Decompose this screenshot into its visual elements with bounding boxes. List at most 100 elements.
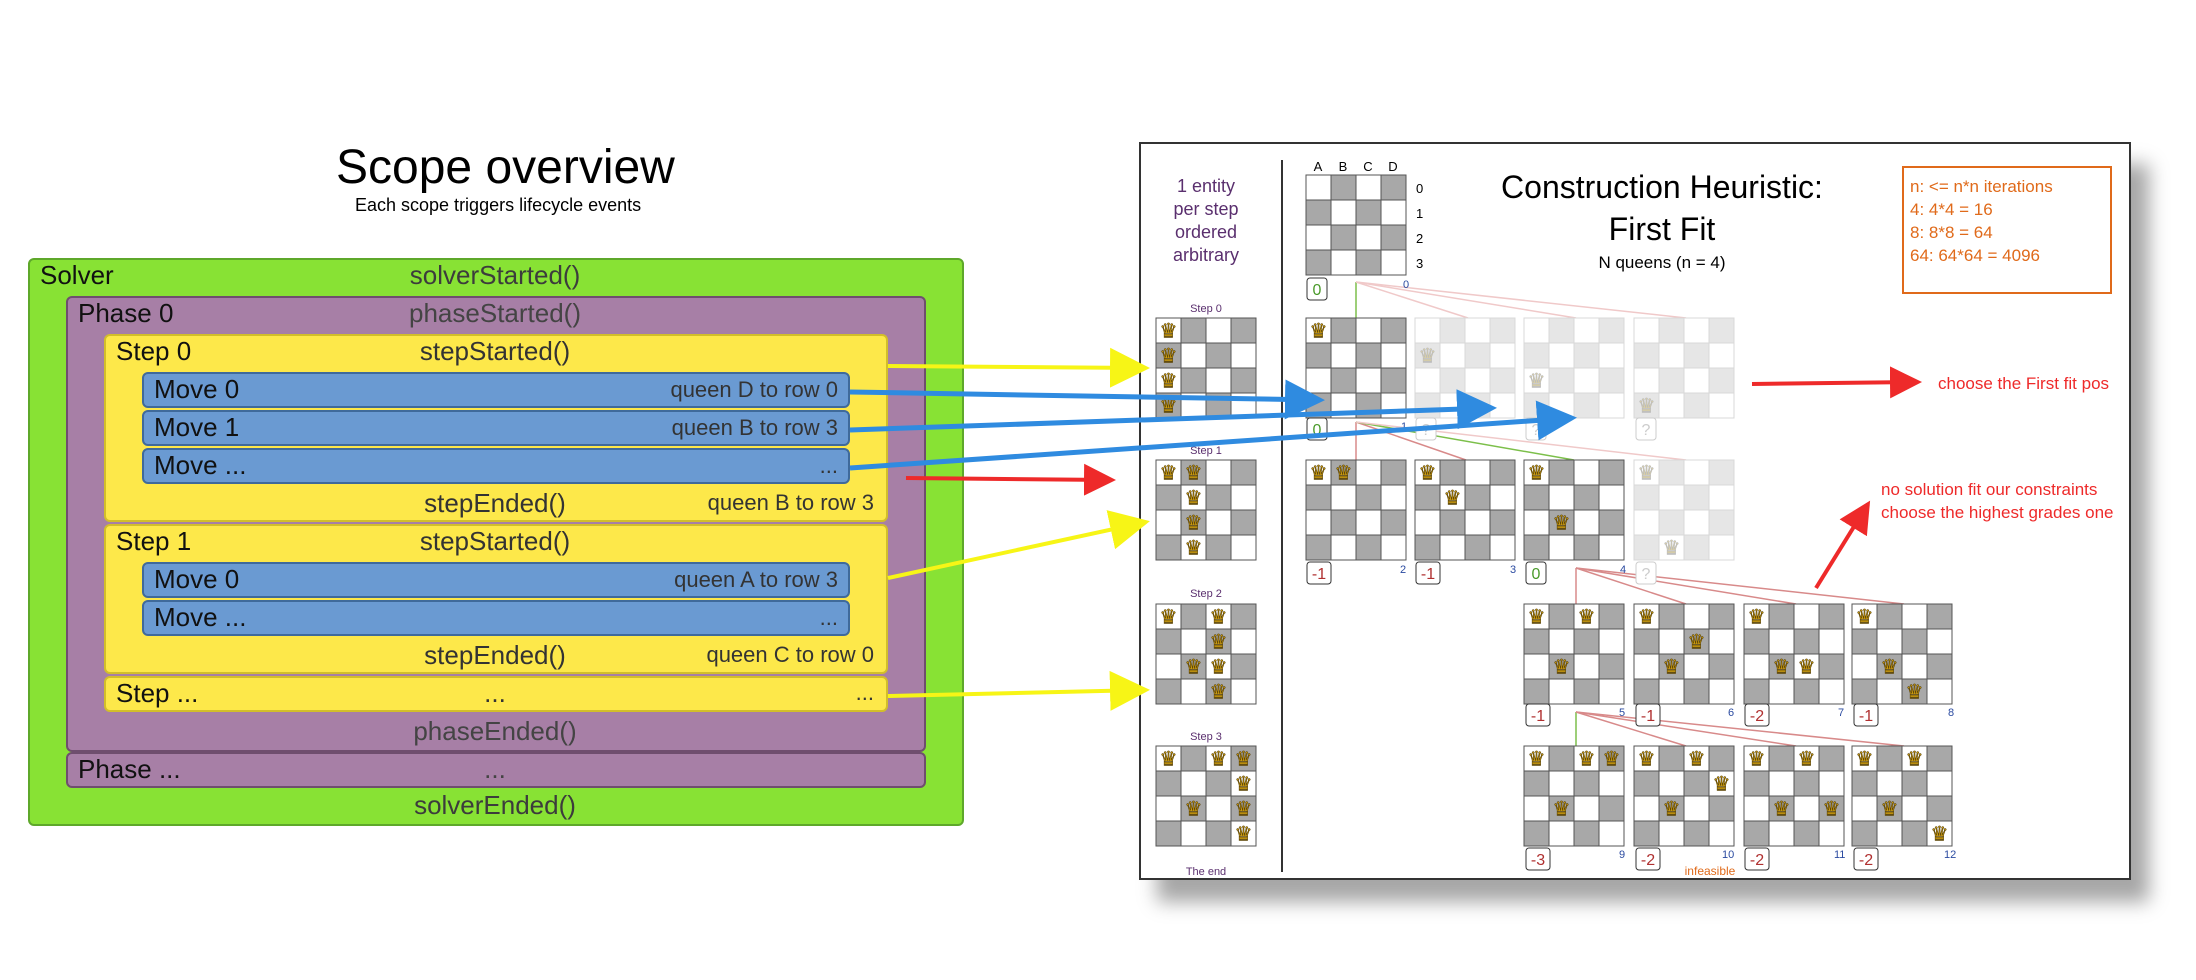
queen-icon: ♛ — [1553, 657, 1571, 679]
info-line: 64: 64*64 = 4096 — [1910, 246, 2040, 265]
step-1-ended-event: stepEnded() — [424, 640, 566, 670]
board-cell — [1330, 174, 1357, 201]
board-cell — [1548, 628, 1575, 655]
score-badge: ? — [1532, 422, 1541, 439]
arrow-no-solution — [1814, 500, 1871, 590]
yellow-arrows — [887, 347, 1150, 711]
board-cell — [1155, 317, 1182, 344]
column-label: C — [1363, 159, 1372, 174]
queen-icon: ♛ — [1798, 749, 1816, 771]
board-cell — [1414, 392, 1441, 419]
board-cell — [1851, 820, 1878, 847]
side-note-line: per step — [1173, 199, 1238, 219]
queen-icon: ♛ — [1856, 607, 1874, 629]
queen-icon: ♛ — [1210, 749, 1228, 771]
board-cell — [1658, 628, 1685, 655]
board-cell — [1464, 392, 1491, 419]
board-cell — [1743, 628, 1770, 655]
board-cell — [1330, 317, 1357, 344]
board-cell — [1548, 603, 1575, 630]
step-more-dots: ... — [484, 678, 506, 708]
queen-icon: ♛ — [1160, 607, 1178, 629]
first-fit-annotation: choose the First fit pos — [1938, 374, 2109, 393]
board-cell — [1743, 678, 1770, 705]
board-cell — [1818, 745, 1845, 772]
score-badge: 0 — [1313, 282, 1322, 299]
board-cell — [1598, 484, 1625, 511]
board-cell — [1205, 795, 1232, 822]
phase-0-label: Phase 0 — [78, 298, 174, 328]
scope-overview-subtitle: Each scope triggers lifecycle events — [355, 195, 642, 215]
board-cell — [1901, 820, 1928, 847]
board-cell — [1573, 392, 1600, 419]
board-cell — [1205, 603, 1232, 630]
board-cell — [1155, 745, 1182, 772]
board-cell — [1155, 342, 1182, 369]
board-cell — [1683, 392, 1710, 419]
queen-icon: ♛ — [1419, 346, 1437, 368]
board-cell — [1380, 224, 1407, 251]
board-cell — [1489, 342, 1516, 369]
board-cell — [1708, 628, 1735, 655]
arrow-move0 — [849, 379, 1325, 420]
board-cell — [1380, 534, 1407, 561]
board-cell — [1380, 367, 1407, 394]
board-cell — [1548, 317, 1575, 344]
board-cell — [1155, 603, 1182, 630]
queen-icon: ♛ — [1160, 749, 1178, 771]
board-cell — [1548, 484, 1575, 511]
board-cell — [1523, 459, 1550, 486]
board-cell — [1573, 342, 1600, 369]
board-cell — [1876, 820, 1903, 847]
phase-more-scope — [66, 752, 926, 788]
board-cell — [1683, 534, 1710, 561]
move-description: queen D to row 0 — [670, 377, 838, 402]
chess-board: ♛♛♛♛♛♛ — [1155, 603, 1257, 705]
queen-icon: ♛ — [1528, 607, 1546, 629]
queen-icon: ♛ — [1663, 799, 1681, 821]
board-cell — [1708, 795, 1735, 822]
move-label: Move 1 — [154, 412, 240, 442]
state-index: 10 — [1722, 849, 1734, 861]
board-cell — [1414, 317, 1441, 344]
panel-title-line2: First Fit — [1609, 211, 1716, 247]
board-cell — [1633, 317, 1660, 344]
column-label: B — [1339, 159, 1348, 174]
chess-board: ♛♛♛ — [1851, 603, 1953, 705]
queen-icon: ♛ — [1553, 799, 1571, 821]
board-cell — [1598, 603, 1625, 630]
board-cell — [1230, 678, 1257, 705]
board-cell — [1876, 678, 1903, 705]
board-cell — [1489, 509, 1516, 536]
score-badge: ? — [1642, 422, 1651, 439]
chess-board: ♛♛♛ — [1743, 603, 1845, 705]
board-cell — [1305, 249, 1332, 276]
queen-icon: ♛ — [1528, 463, 1546, 485]
board-cell — [1305, 534, 1332, 561]
panel-subtitle: N queens (n = 4) — [1598, 253, 1725, 272]
board-cell — [1901, 628, 1928, 655]
arrow-step-more — [887, 670, 1150, 711]
chess-board: ♛♛ — [1633, 459, 1735, 561]
step-0-move-more — [142, 448, 850, 484]
board-cell — [1155, 678, 1182, 705]
board-cell — [1489, 534, 1516, 561]
board-cell — [1330, 534, 1357, 561]
board-cell — [1633, 509, 1660, 536]
chess-board: ♛♛♛♛♛ — [1155, 459, 1257, 561]
side-note-line: arbitrary — [1173, 245, 1239, 265]
board-cell — [1768, 603, 1795, 630]
chess-board: ♛ — [1414, 317, 1516, 419]
chess-board: ♛♛♛♛ — [1851, 745, 1953, 847]
board-cell — [1489, 392, 1516, 419]
board-cell — [1658, 820, 1685, 847]
move-description: queen A to row 3 — [674, 567, 838, 592]
score-badge: ? — [1642, 566, 1651, 583]
queen-icon: ♛ — [1663, 538, 1681, 560]
board-cell — [1633, 342, 1660, 369]
board-cell — [1305, 484, 1332, 511]
board-cell — [1380, 249, 1407, 276]
board-cell — [1230, 367, 1257, 394]
arrow-move-more — [849, 400, 1577, 471]
board-cell — [1230, 795, 1257, 822]
